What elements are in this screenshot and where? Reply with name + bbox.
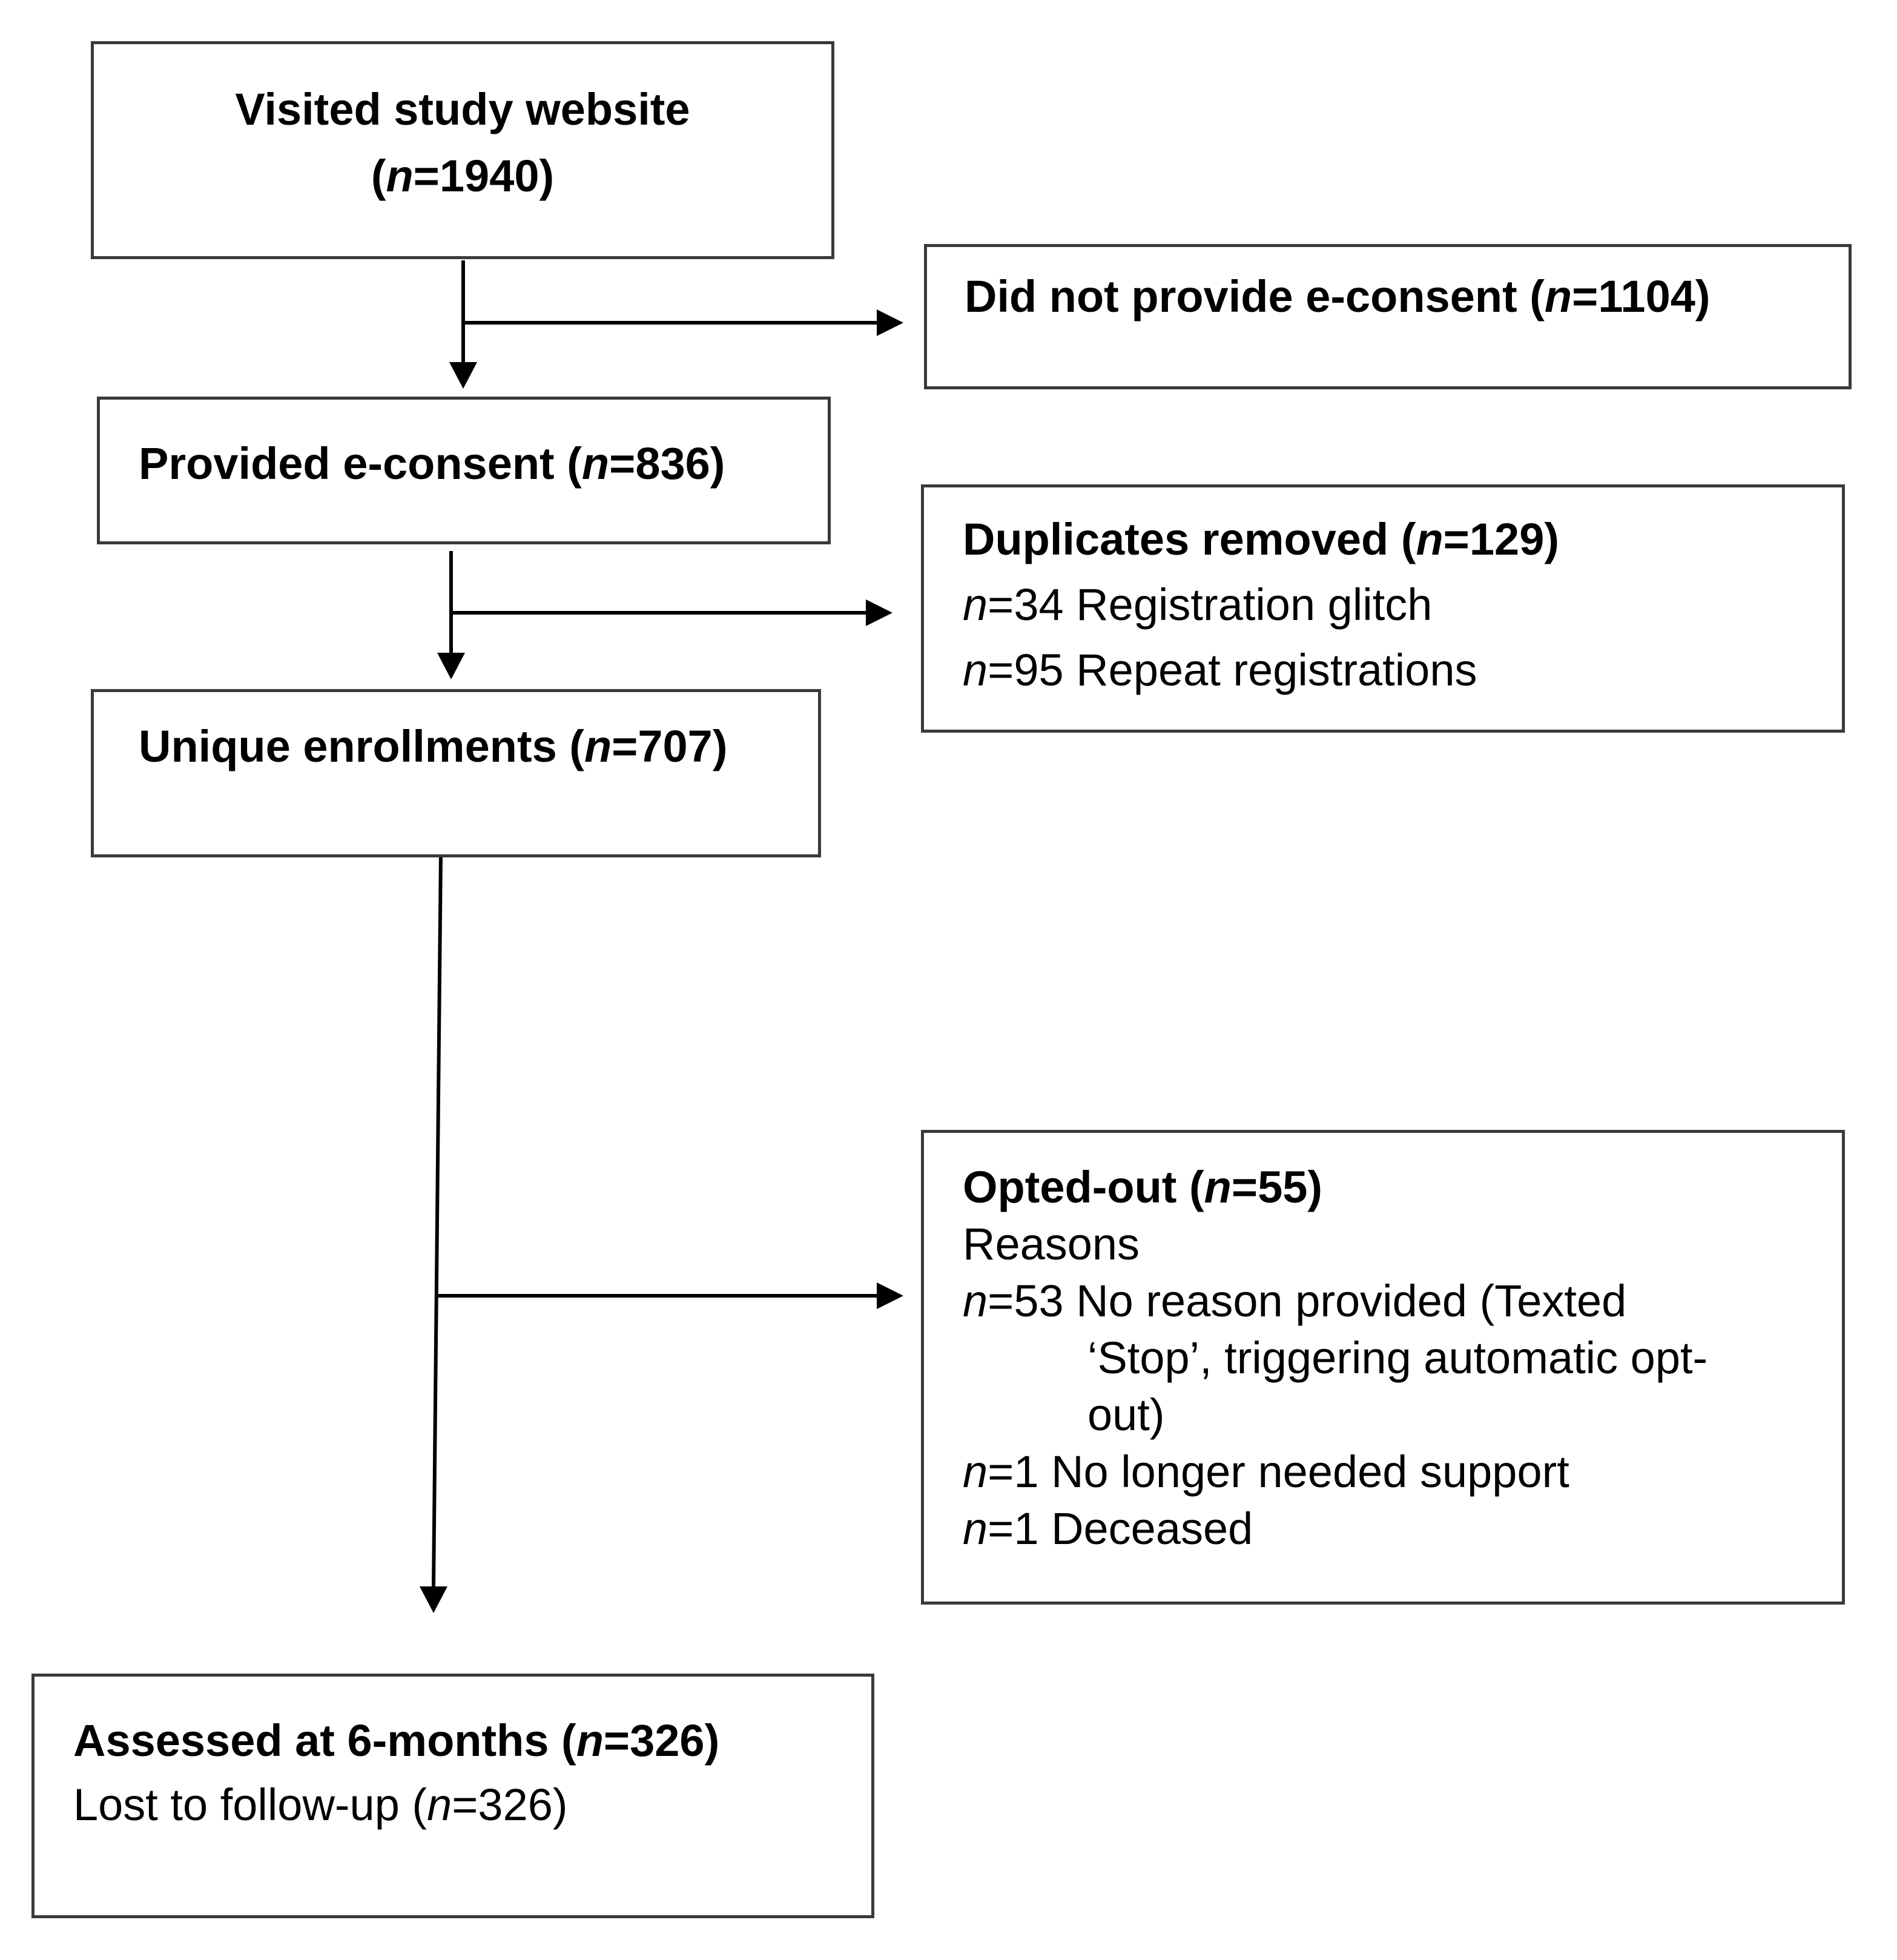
- node-provided-consent: Provided e-consent (n=836): [97, 397, 831, 544]
- edge-unique-to-assessed: [432, 854, 443, 1587]
- item-text: =34 Registration glitch: [988, 579, 1433, 630]
- n-symbol: n: [963, 579, 988, 630]
- arrowhead-consent: [449, 362, 477, 389]
- duplicates-item: n=95 Repeat registrations: [963, 641, 1477, 699]
- opted-out-item: n=53 No reason provided (Texted: [963, 1272, 1626, 1330]
- n-symbol: n: [1416, 514, 1443, 564]
- n-symbol: n: [963, 1503, 988, 1554]
- item-text: =95 Repeat registrations: [988, 645, 1477, 695]
- arrowhead-assessed: [420, 1586, 447, 1613]
- opted-out-item: n=1 No longer needed support: [963, 1443, 1569, 1501]
- node-assessed-lost: Lost to follow-up (n=326): [73, 1776, 568, 1834]
- item-text: =1 No longer needed support: [988, 1447, 1569, 1497]
- label-prefix: Lost to follow-up (: [73, 1780, 427, 1830]
- n-symbol: n: [963, 1276, 988, 1326]
- count-value: =326): [452, 1780, 568, 1830]
- label-prefix: Provided e-consent (: [139, 438, 582, 489]
- count-value: =1104): [1572, 271, 1711, 322]
- opted-out-item-continuation: ‘Stop’, triggering automatic opt-: [1087, 1333, 1708, 1383]
- item-text: =53 No reason provided (Texted: [988, 1276, 1627, 1326]
- node-assessed-6-months: Assessed at 6-months (n=326) Lost to fol…: [31, 1674, 874, 1918]
- count-value: =326): [603, 1715, 720, 1766]
- node-duplicates-title: Duplicates removed (n=129): [963, 510, 1559, 569]
- node-assessed-title: Assessed at 6-months (n=326): [73, 1712, 719, 1770]
- node-visited-website: Visited study website (n=1940): [91, 41, 834, 259]
- n-symbol: n: [1544, 271, 1572, 322]
- node-no-consent-title: Did not provide e-consent (n=1104): [965, 268, 1711, 326]
- label-prefix: Opted-out (: [963, 1162, 1204, 1212]
- node-unique-title: Unique enrollments (n=707): [139, 718, 727, 776]
- node-duplicates-removed: Duplicates removed (n=129) n=34 Registra…: [921, 484, 1845, 733]
- count-value: =1940: [413, 151, 539, 201]
- node-opted-out-title: Opted-out (n=55): [963, 1158, 1322, 1216]
- label-prefix: Did not provide e-consent (: [965, 271, 1545, 322]
- label-prefix: Duplicates removed (: [963, 514, 1416, 564]
- item-text: =1 Deceased: [988, 1503, 1253, 1554]
- node-consent-title: Provided e-consent (n=836): [139, 435, 725, 493]
- label-prefix: Unique enrollments (: [139, 721, 584, 771]
- opted-out-item-continuation: out): [1087, 1390, 1165, 1440]
- arrowhead-no-consent: [877, 309, 903, 336]
- count-value: =836): [609, 438, 725, 489]
- opted-out-reasons-label: Reasons: [963, 1219, 1140, 1269]
- n-symbol: n: [581, 438, 610, 489]
- node-opted-out: Opted-out (n=55) Reasons n=53 No reason …: [921, 1130, 1845, 1605]
- n-symbol: n: [427, 1780, 452, 1830]
- node-unique-enrollments: Unique enrollments (n=707): [91, 689, 821, 857]
- node-visited-count: (n=1940): [371, 151, 555, 201]
- duplicates-item: n=34 Registration glitch: [963, 576, 1432, 634]
- n-symbol: n: [963, 645, 988, 695]
- n-symbol: n: [576, 1715, 604, 1766]
- count-value: =55): [1231, 1162, 1323, 1212]
- node-visited-title: Visited study website: [235, 84, 690, 134]
- arrowhead-duplicates: [866, 599, 892, 626]
- n-symbol: n: [1204, 1162, 1232, 1212]
- n-symbol: n: [386, 151, 414, 201]
- n-symbol: n: [584, 721, 612, 771]
- arrowhead-unique: [437, 653, 465, 679]
- node-no-consent: Did not provide e-consent (n=1104): [924, 244, 1852, 389]
- opted-out-item: n=1 Deceased: [963, 1500, 1253, 1558]
- count-value: =707): [612, 721, 728, 771]
- arrowhead-opted-out: [877, 1282, 903, 1309]
- label-prefix: Assessed at 6-months (: [73, 1715, 576, 1766]
- count-value: =129): [1443, 514, 1559, 564]
- n-symbol: n: [963, 1447, 988, 1497]
